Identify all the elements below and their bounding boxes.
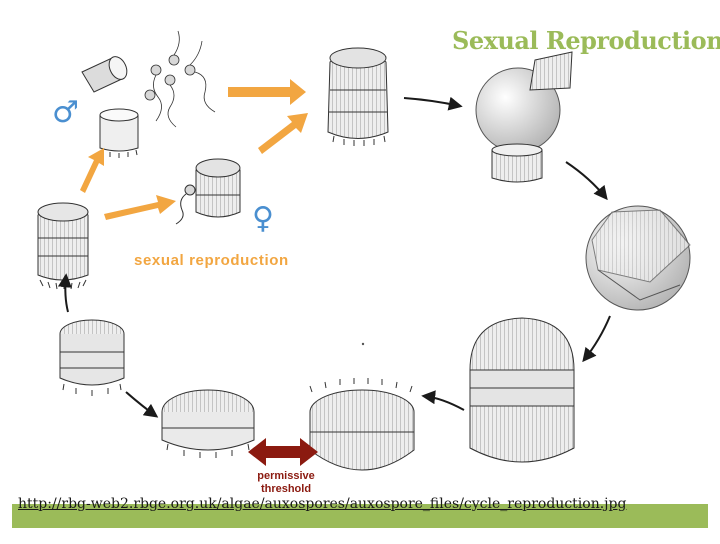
sperm-cells xyxy=(144,30,216,128)
diatom-shrinking-cell xyxy=(59,319,125,396)
auxospore-forming-valves xyxy=(585,205,691,311)
source-bar xyxy=(12,504,708,528)
sexual-reproduction-label: sexual reproduction xyxy=(134,252,289,269)
threshold-line-2: threshold xyxy=(260,483,312,495)
diatom-fertilised-cell xyxy=(327,47,389,146)
female-symbol-icon: ♀ xyxy=(252,201,274,236)
permissive-threshold-label: permissive threshold xyxy=(240,470,332,496)
male-symbol-icon: ♂ xyxy=(52,95,79,130)
life-cycle-arrows xyxy=(57,96,611,418)
auxospore-expanding xyxy=(475,51,573,183)
diatom-small-cell xyxy=(161,389,255,458)
sexual-reproduction-arrows xyxy=(80,79,308,220)
dot-marker xyxy=(361,342,365,346)
threshold-line-1: permissive xyxy=(257,470,315,482)
diatom-expanded-cell xyxy=(309,378,415,471)
diatom-male-valves xyxy=(81,56,139,158)
permissive-threshold-arrow xyxy=(248,438,318,466)
diatom-cell-start xyxy=(37,202,89,290)
slide-title: Sexual Reproduction xyxy=(452,26,720,55)
diatom-female-cell xyxy=(175,158,241,225)
diatom-large-new-cell xyxy=(469,317,575,463)
source-link[interactable]: http://rbg-web2.rbge.org.uk/algae/auxosp… xyxy=(18,496,627,512)
